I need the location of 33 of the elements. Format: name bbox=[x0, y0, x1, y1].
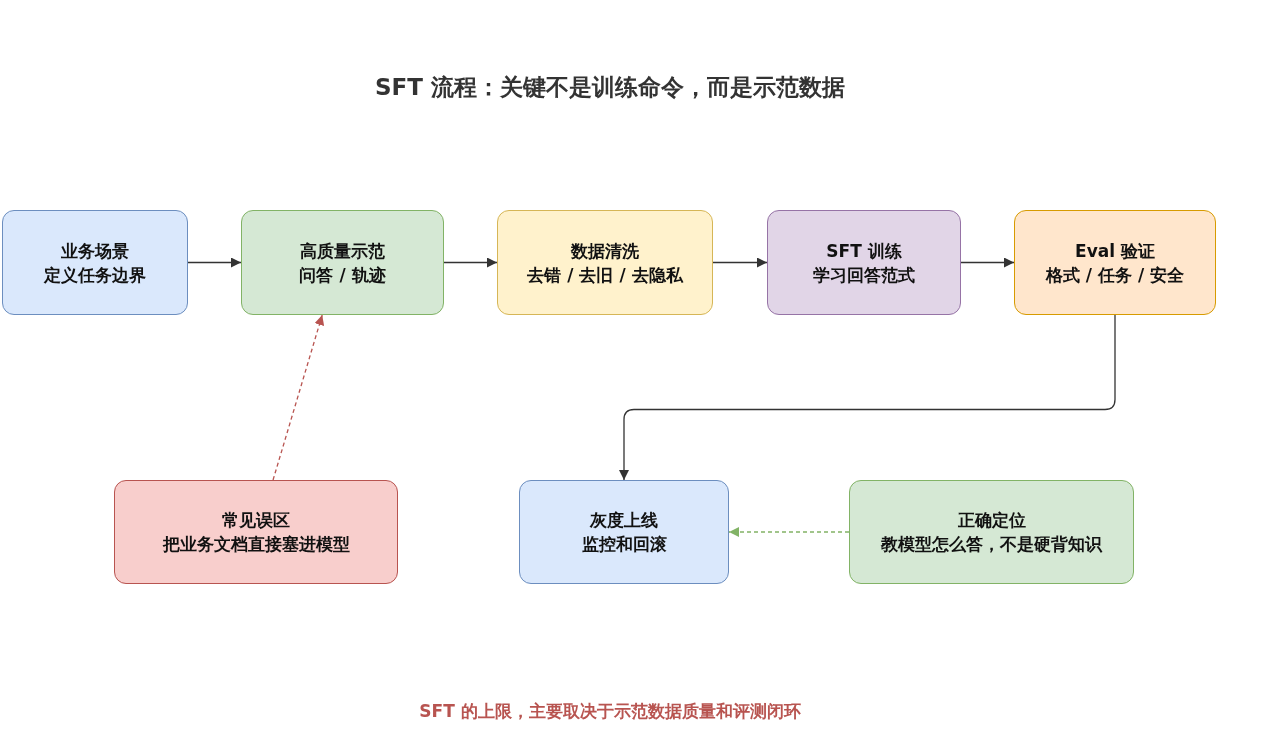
box-text: 学习回答范式 bbox=[813, 263, 915, 287]
box-heading: 灰度上线 bbox=[590, 509, 658, 532]
process-box bbox=[849, 480, 1134, 584]
arrow bbox=[443, 257, 498, 268]
box-text: 定义任务边界 bbox=[44, 263, 146, 287]
box-text: 监控和回滚 bbox=[581, 533, 667, 556]
arrow bbox=[272, 314, 325, 481]
box-heading: 业务场景 bbox=[61, 239, 129, 263]
box-heading: 高质量示范 bbox=[300, 239, 385, 263]
process-box bbox=[519, 480, 729, 584]
box-text: 格式 / 任务 / 安全 bbox=[1045, 263, 1185, 287]
process-box bbox=[2, 210, 188, 315]
process-box bbox=[241, 210, 444, 315]
title: SFT 流程：关键不是训练命令，而是示范数据 bbox=[374, 73, 846, 102]
arrow bbox=[728, 527, 850, 537]
process-box bbox=[497, 210, 713, 315]
caption: SFT 的上限，主要取决于示范数据质量和评测闭环 bbox=[418, 700, 802, 723]
arrow bbox=[960, 257, 1015, 268]
process-box bbox=[114, 480, 398, 584]
box-heading: Eval 验证 bbox=[1075, 239, 1155, 263]
box-heading: 正确定位 bbox=[957, 509, 1026, 532]
box-heading: 常见误区 bbox=[222, 509, 290, 532]
box-heading: SFT 训练 bbox=[826, 239, 902, 263]
box-text: 把业务文档直接塞进模型 bbox=[162, 533, 350, 556]
process-box bbox=[1014, 210, 1216, 315]
process-box bbox=[767, 210, 961, 315]
arrow bbox=[619, 314, 1116, 481]
box-heading: 数据清洗 bbox=[571, 239, 639, 263]
arrow bbox=[712, 257, 768, 268]
box-text: 去错 / 去旧 / 去隐私 bbox=[527, 263, 683, 287]
box-text: 问答 / 轨迹 bbox=[299, 263, 386, 287]
arrow bbox=[187, 257, 242, 268]
box-text: 教模型怎么答，不是硬背知识 bbox=[881, 533, 1102, 556]
